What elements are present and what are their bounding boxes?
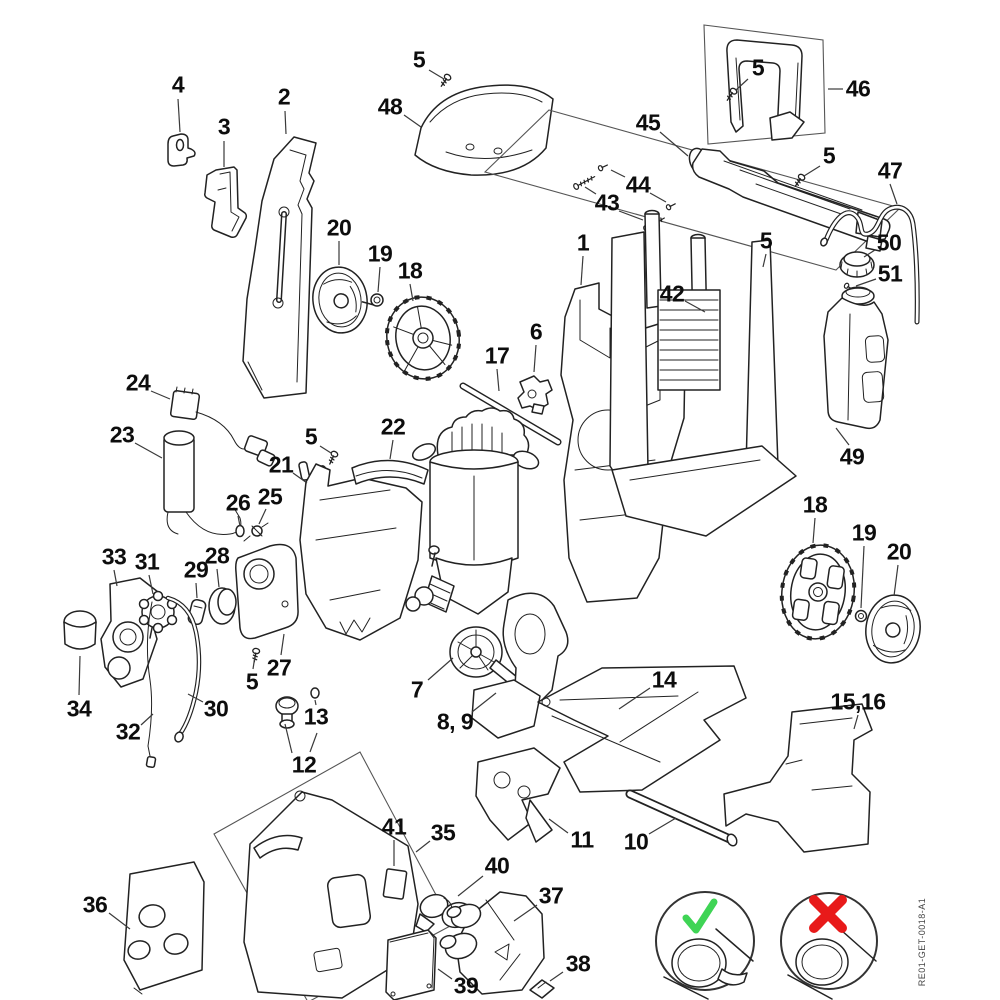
check-icon: [682, 898, 718, 934]
part-41-label-plate: [382, 868, 408, 900]
part-19-ring-right: [854, 609, 868, 623]
part-45-rail-box: [483, 109, 902, 271]
part-26-oring: [235, 524, 245, 538]
part-6-clamp: [517, 375, 553, 415]
part-36-plate: [123, 861, 205, 995]
part-2-side-panel: [242, 136, 317, 399]
part-20-wheel-cover-right: [865, 594, 921, 664]
part-10-axle-tube: [625, 789, 738, 847]
part-23-capacitor: [163, 430, 242, 536]
part-13-oring: [310, 687, 320, 699]
part-39-box-panel: [385, 929, 437, 1000]
part-42-frame: [609, 209, 797, 537]
part-14-base-frame: [471, 665, 747, 793]
part-20-wheel-cover-left: [312, 266, 378, 334]
part-47-hose: [820, 204, 920, 325]
indicator-correct: [655, 891, 755, 1000]
part-35-panel-box: [213, 751, 453, 1000]
part-pump-motor-assembly: [405, 407, 540, 615]
sheet-code: RE01-GET-0018-A1: [917, 897, 927, 987]
part-45-rail: [688, 147, 891, 252]
part-31-valve-knob: [138, 590, 178, 639]
part-48-top-cover: [414, 84, 554, 176]
cross-icon: [809, 895, 847, 933]
part-49-bottle: [823, 286, 889, 430]
part-19-ring-left: [370, 293, 384, 307]
part-4-clip: [167, 133, 196, 167]
part-22-curved-rail: [351, 459, 429, 485]
indicator-incorrect: [780, 892, 878, 1000]
part-30-hose: [165, 595, 202, 743]
part-28-ring: [208, 587, 237, 625]
leader-lines: [78, 69, 899, 982]
part-37-pump-housing: [439, 891, 545, 995]
part-38-connector: [529, 979, 555, 999]
part-46-handle-box: [703, 24, 826, 145]
part-34-cap: [63, 610, 97, 650]
part-46-handle: [726, 39, 805, 141]
part-21-bracket-frame: [298, 461, 423, 641]
part-32-cable: [145, 601, 157, 769]
part-18-wheel-left: [384, 295, 462, 381]
part-50-cap: [839, 251, 875, 278]
part-15-16-support: [723, 703, 873, 853]
part-11-bracket: [475, 747, 561, 843]
part-3-bracket: [204, 166, 248, 238]
part-27-cover: [235, 543, 299, 640]
part-12-knob: [275, 696, 299, 729]
part-25-screw-washer: [243, 522, 269, 542]
part-18-wheel-right: [779, 543, 857, 641]
part-44-pins: [597, 162, 678, 212]
part-24-switch: [169, 386, 276, 467]
part-35-side-panel: [243, 790, 419, 999]
